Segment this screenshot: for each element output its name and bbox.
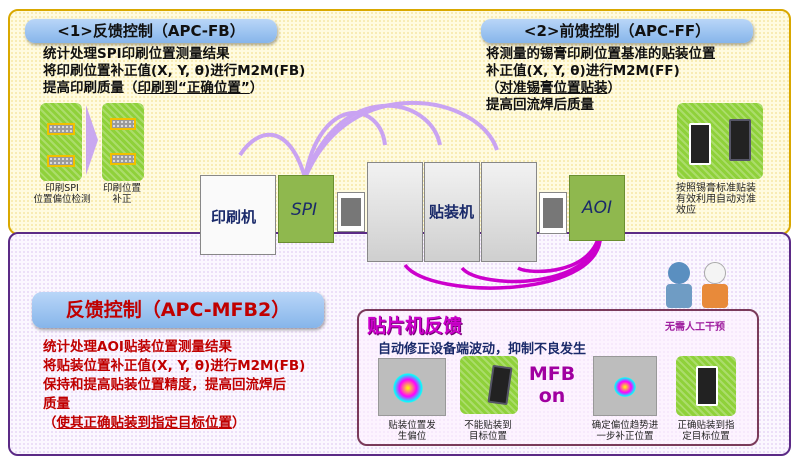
text: 印刷SPI <box>45 183 79 194</box>
mounter-feedback-title: 贴片机反馈 <box>367 315 463 337</box>
fb-ff-arrows <box>238 100 499 179</box>
text: 贴装位置发 <box>388 420 436 431</box>
mounter-label: 贴装机 <box>429 203 475 221</box>
text: 目标位置 <box>468 431 507 442</box>
offset-scatter-plot <box>378 358 446 416</box>
arrow-to-mounter-1 <box>303 110 387 179</box>
apc-fb-title: <1>反馈控制（APC-FB） <box>25 19 277 43</box>
correct-chip-image <box>676 356 736 416</box>
print-correction-image <box>102 103 144 181</box>
apc-fb-line: 统计处理SPI印刷位置测量结果 <box>43 46 230 62</box>
text: （ <box>486 80 500 96</box>
text: on <box>538 385 566 407</box>
apc-mfb2-line: （使其正确贴装到指定目标位置） <box>43 414 305 433</box>
text: 按照锡膏标准贴装 <box>676 183 756 194</box>
aoi-machine: AOI <box>569 175 625 241</box>
apc-mfb2-line: 将贴装位置补正值(X, Y, θ)进行M2M(FB) <box>43 358 306 374</box>
correct-caption: 正确贴装到指定目标位置 <box>670 420 742 442</box>
text: 一步补正位置 <box>596 431 654 442</box>
mfb-arrows <box>403 229 602 290</box>
text: MFB <box>528 363 576 385</box>
apc-mfb2-line: 统计处理AOI贴装位置测量结果 <box>43 339 232 355</box>
mounter-feedback-subtitle: 自动修正设备端波动，抑制不良发生 <box>378 342 587 357</box>
apc-fb-ff-panel <box>8 9 791 235</box>
conveyor <box>539 192 567 234</box>
text: 生偏位 <box>397 431 427 442</box>
arrow-right-icon <box>86 105 98 175</box>
text: 定目标位置 <box>682 431 730 442</box>
apc-fb-line: 将印刷位置补正值(X, Y, θ)进行M2M(FB) <box>43 63 306 79</box>
worker-helmet-icon <box>704 262 726 284</box>
arrow-to-mounter-3 <box>303 100 499 179</box>
apc-ff-line: 提高回流焊后质量 <box>486 97 594 113</box>
conveyor <box>337 192 365 232</box>
apc-mfb2-title: 反馈控制（APC-MFB2） <box>32 292 324 328</box>
mounter-machine-1 <box>367 162 423 262</box>
apc-mfb2-description: 统计处理AOI贴装位置测量结果 将贴装位置补正值(X, Y, θ)进行M2M(F… <box>43 338 305 433</box>
spi-offset-image <box>40 103 82 181</box>
text: 印刷到“正确位置” <box>137 80 250 96</box>
solder-aligned-image <box>677 103 763 179</box>
text: 补正 <box>112 194 132 205</box>
mounter-machine-2: 贴装机 <box>424 162 480 262</box>
worker-body <box>666 284 692 308</box>
apc-ff-line: （对准锡膏位置贴装） <box>486 80 716 97</box>
arrow-aoi-to-mounter-3 <box>517 229 602 274</box>
apc-ff-line: 将测量的锡膏印刷位置基准的贴装位置 <box>486 46 716 62</box>
spi-machine: SPI <box>278 175 334 243</box>
text: 印刷位置 <box>102 183 141 194</box>
text: 使其正确贴装到指定目标位置 <box>56 415 233 431</box>
worker-icon <box>668 262 690 284</box>
printer-machine: 印刷机 <box>200 175 276 255</box>
no-human-intervention-label: 无需人工干预 <box>665 322 725 333</box>
text: （ <box>43 415 57 431</box>
apc-fb-description: 统计处理SPI印刷位置测量结果 将印刷位置补正值(X, Y, θ)进行M2M(F… <box>43 46 305 97</box>
print-correction-caption: 印刷位置补正 <box>96 183 148 205</box>
apc-mfb2-line: 保持和提高贴装位置精度，提高回流焊后 <box>43 377 286 393</box>
solder-aligned-caption: 按照锡膏标准贴装有效利用自动对准效应 <box>676 183 756 216</box>
text: ） <box>232 415 246 431</box>
misplaced-caption: 不能贴装到目标位置 <box>452 420 524 442</box>
mounter-machine-3 <box>481 162 537 262</box>
text: 有效利用自动对准 <box>676 194 756 205</box>
printer-label: 印刷机 <box>211 208 257 226</box>
spi-label: SPI <box>291 200 318 220</box>
text: 提高印刷质量（ <box>43 80 138 96</box>
text: ） <box>249 80 264 96</box>
text: 效应 <box>676 205 696 216</box>
corrected-scatter-plot <box>593 356 657 416</box>
apc-ff-title: <2>前馈控制（APC-FF） <box>481 19 753 43</box>
apc-fb-line: 提高印刷质量（印刷到“正确位置”） <box>43 80 305 97</box>
text: 对准锡膏位置贴装 <box>499 80 608 96</box>
arrow-aoi-to-mounter-1 <box>403 229 602 290</box>
text: 位置偏位检测 <box>33 194 91 205</box>
text: 不能贴装到 <box>464 420 512 431</box>
apc-ff-line: 补正值(X, Y, θ)进行M2M(FF) <box>486 63 680 79</box>
arrow-to-printer <box>238 132 307 179</box>
worker-body <box>702 284 728 308</box>
apc-ff-description: 将测量的锡膏印刷位置基准的贴装位置 补正值(X, Y, θ)进行M2M(FF) … <box>486 46 716 114</box>
aoi-label: AOI <box>582 198 613 218</box>
text: 确定偏位趋势进 <box>591 420 659 431</box>
text: ） <box>607 80 622 96</box>
misplaced-chip-image <box>460 356 518 414</box>
apc-mfb2-line: 质量 <box>43 396 70 412</box>
trend-caption: 确定偏位趋势进一步补正位置 <box>584 420 666 442</box>
offset-caption: 贴装位置发生偏位 <box>376 420 448 442</box>
text: 正确贴装到指 <box>677 420 735 431</box>
